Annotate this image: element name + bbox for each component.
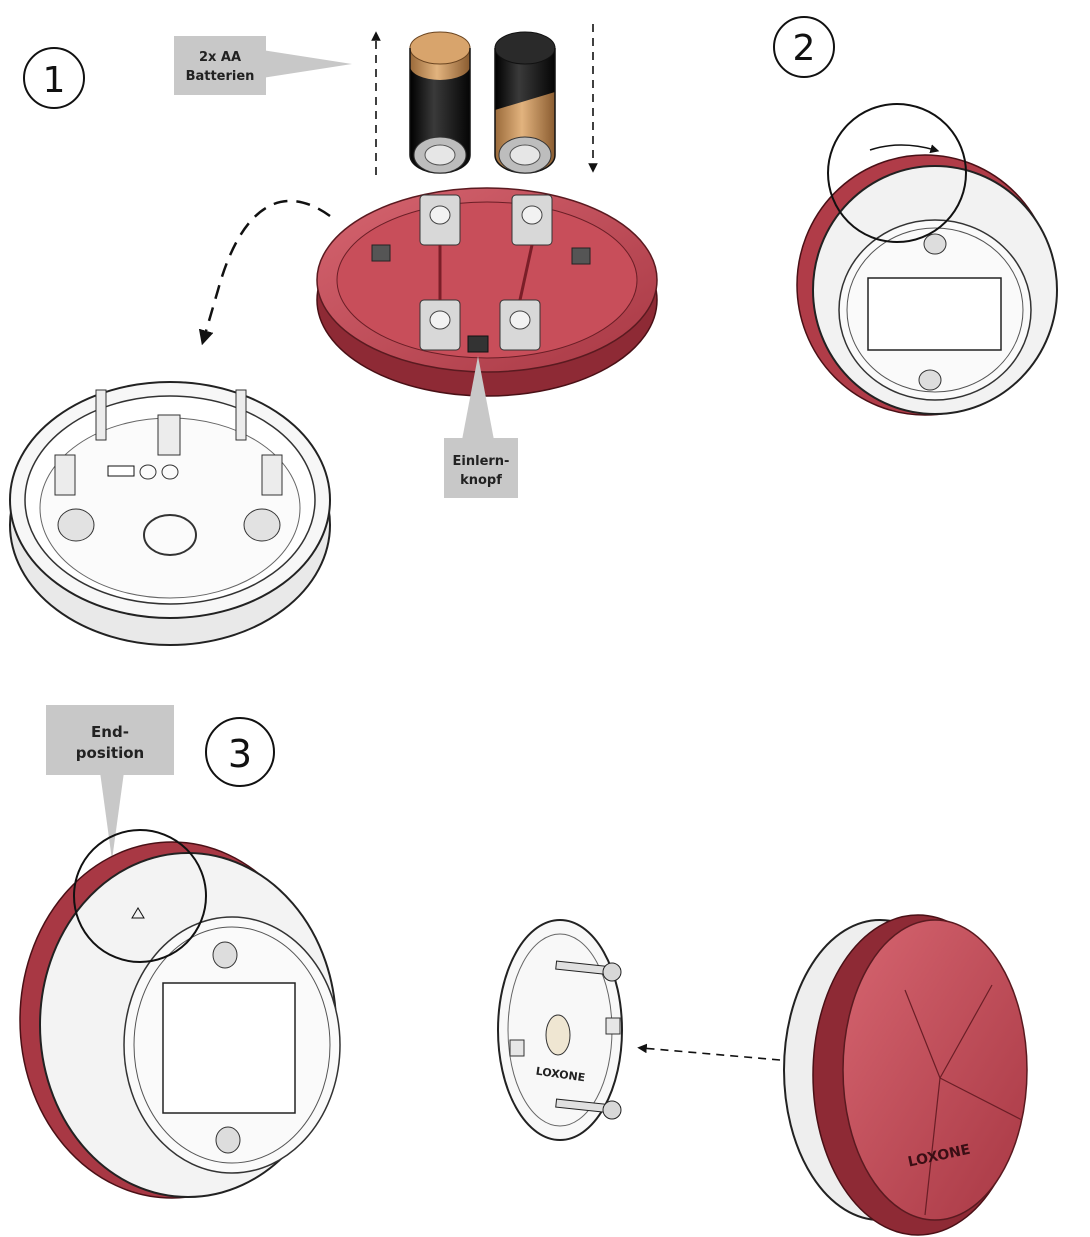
battery-base-red [316,187,658,397]
callout-learn-button-line1: Einlern- [453,454,510,469]
step-1-label: 1 [43,60,66,101]
screw-bottom [555,1098,622,1120]
device-step-2 [796,103,1058,416]
callout-learn-button: Einlern- knopf [444,356,518,498]
callout-end-position-line1: End- [91,723,129,741]
callout-batteries: 2x AA Batterien [174,36,352,95]
screw-top [555,960,622,982]
callout-batteries-line2: Batterien [186,69,255,84]
step-2-marker: 2 [773,16,835,78]
device-step-3 [19,829,341,1199]
step-2-label: 2 [793,28,816,69]
white-housing-open [9,381,331,646]
callout-end-position: End- position [46,705,174,860]
step-3-marker: 3 [205,717,275,787]
learn-button [467,335,489,353]
callout-end-position-line2: position [76,744,144,762]
step-3-label: 3 [228,732,252,776]
mounting-plate: LOXONE [497,919,623,1141]
mount-arrow [637,1043,781,1061]
step-1-marker: 1 [23,47,85,109]
battery-left [409,31,471,174]
housing-transfer-arrow [198,199,331,346]
battery-right [494,31,556,174]
callout-batteries-line1: 2x AA [199,50,241,65]
callout-learn-button-line2: knopf [460,473,502,488]
device-front: LOXONE [783,914,1028,1236]
